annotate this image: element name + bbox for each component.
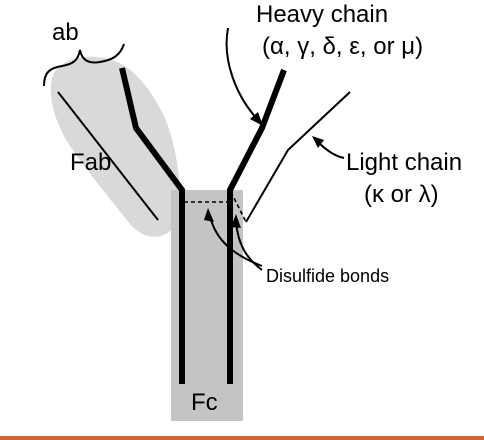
fab-region bbox=[50, 56, 181, 237]
light-chain-arrowhead bbox=[312, 136, 324, 148]
heavy-chain-left bbox=[119, 67, 185, 384]
fc-label: Fc bbox=[191, 389, 218, 416]
fab-label: Fab bbox=[70, 149, 111, 176]
heavy-chain-arrow bbox=[225, 27, 259, 121]
disulfide-arrowhead-left bbox=[204, 208, 214, 222]
light-chain-types-label: (κ or λ) bbox=[364, 181, 439, 208]
light-chain-left bbox=[57, 91, 159, 221]
heavy-chain-arrowhead bbox=[250, 112, 263, 126]
light-chain-arrow bbox=[317, 141, 345, 159]
heavy-chain-label: Heavy chain bbox=[256, 1, 388, 28]
disulfide-arrowhead-right bbox=[231, 214, 241, 228]
ab-brace bbox=[43, 43, 125, 87]
bottom-rule bbox=[0, 436, 484, 440]
ab-label: ab bbox=[52, 19, 79, 46]
heavy-chain-right bbox=[227, 68, 287, 384]
disulfide-bonds-label: Disulfide bonds bbox=[266, 266, 389, 286]
heavy-chain-types-label: (α, γ, δ, ε, or μ) bbox=[262, 33, 423, 60]
light-chain-label: Light chain bbox=[346, 149, 462, 176]
light-chain-right bbox=[245, 91, 351, 223]
disulfide-bond-heavy-light bbox=[230, 191, 247, 223]
